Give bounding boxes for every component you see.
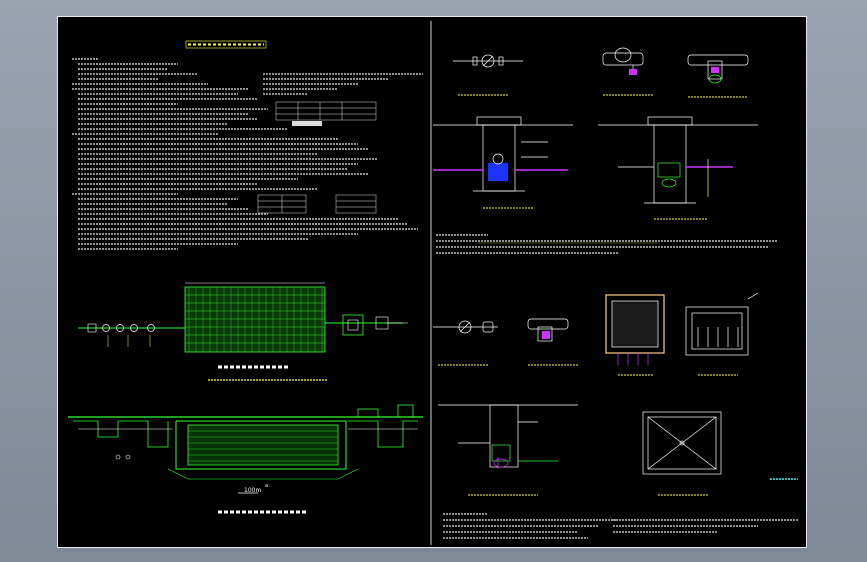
flowmeter-install — [433, 320, 498, 334]
table-highlight — [292, 121, 322, 126]
process-section-view — [68, 404, 423, 480]
inlet-well-section — [433, 116, 573, 192]
module-plan-detail — [605, 294, 665, 365]
notes-title-box — [185, 40, 267, 49]
drawing-sheet: 100m a — [57, 16, 807, 548]
outlet-well-section — [598, 116, 758, 204]
cad-drawing — [68, 21, 798, 545]
scale-label: 100m — [244, 487, 262, 494]
design-notes-left — [72, 58, 418, 250]
parameter-table-1 — [275, 101, 377, 121]
valve-symbol — [602, 47, 644, 75]
section-1-1 — [685, 292, 759, 356]
cover-plate-plan — [642, 411, 722, 475]
right-notes — [436, 234, 778, 254]
parameter-table-2 — [257, 194, 307, 214]
storage-module-block — [184, 286, 326, 353]
flow-meter-symbol — [453, 54, 523, 68]
filter-symbol — [687, 54, 749, 84]
pump-well-section — [438, 404, 578, 469]
parameter-table-3 — [335, 194, 377, 214]
pump-install — [527, 318, 569, 342]
plan-view — [78, 282, 408, 381]
bottom-notes — [443, 513, 798, 539]
pump-well — [342, 314, 364, 336]
design-notes-right — [263, 73, 423, 95]
plan-note-marker: a — [265, 483, 269, 489]
section-pipes — [78, 428, 418, 460]
